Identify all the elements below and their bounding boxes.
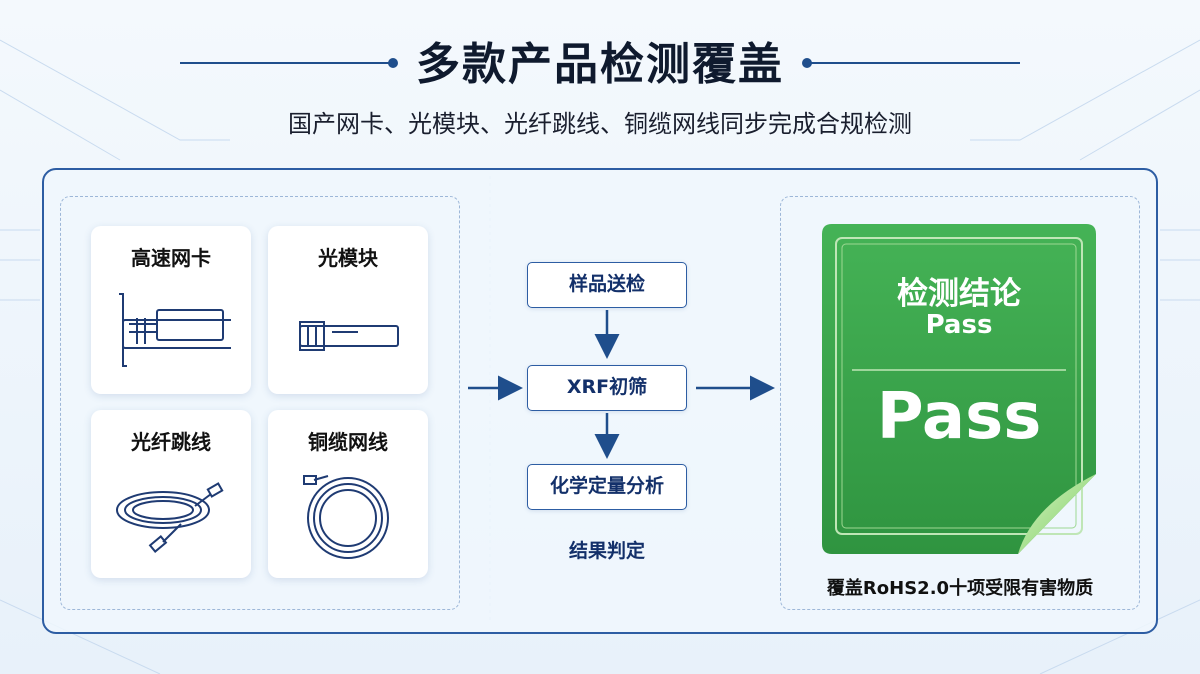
nic-card-icon	[119, 293, 231, 367]
title-divider-left	[180, 62, 390, 64]
product-card-copper: 铜缆网线	[268, 410, 428, 578]
product-label: 铜缆网线	[308, 430, 388, 454]
step-chemical-analysis: 化学定量分析	[527, 464, 687, 510]
product-card-fiber: 光纤跳线	[91, 410, 251, 578]
page-subtitle: 国产网卡、光模块、光纤跳线、铜缆网线同步完成合规检测	[288, 110, 912, 138]
product-label: 高速网卡	[131, 246, 211, 270]
title-dot-left	[388, 58, 398, 68]
result-subtitle: Pass	[925, 310, 993, 340]
product-card-optical-module: 光模块	[268, 226, 428, 394]
product-card-nic: 高速网卡	[91, 226, 251, 394]
step-xrf-screening: XRF初筛	[527, 365, 687, 411]
products-panel	[60, 196, 460, 610]
step-sample-submission: 样品送检	[527, 262, 687, 308]
pass-certificate-icon	[822, 224, 1096, 554]
result-verdict: Pass	[876, 380, 1042, 454]
fiber-patch-cord-icon	[116, 482, 224, 553]
product-label: 光纤跳线	[131, 430, 211, 454]
title-wrap: 多款产品检测覆盖	[0, 28, 1200, 92]
result-note: 覆盖RoHS2.0十项受限有害物质	[826, 578, 1094, 599]
title-divider-right	[810, 62, 1020, 64]
page-title: 多款产品检测覆盖	[416, 39, 784, 90]
result-panel	[780, 196, 1140, 610]
step-result-judgement: 结果判定	[568, 540, 645, 562]
result-title: 检测结论	[897, 276, 1021, 312]
optical-module-icon	[299, 321, 399, 351]
copper-cable-icon	[303, 475, 389, 559]
title-dot-right	[802, 58, 812, 68]
product-label: 光模块	[318, 246, 378, 270]
